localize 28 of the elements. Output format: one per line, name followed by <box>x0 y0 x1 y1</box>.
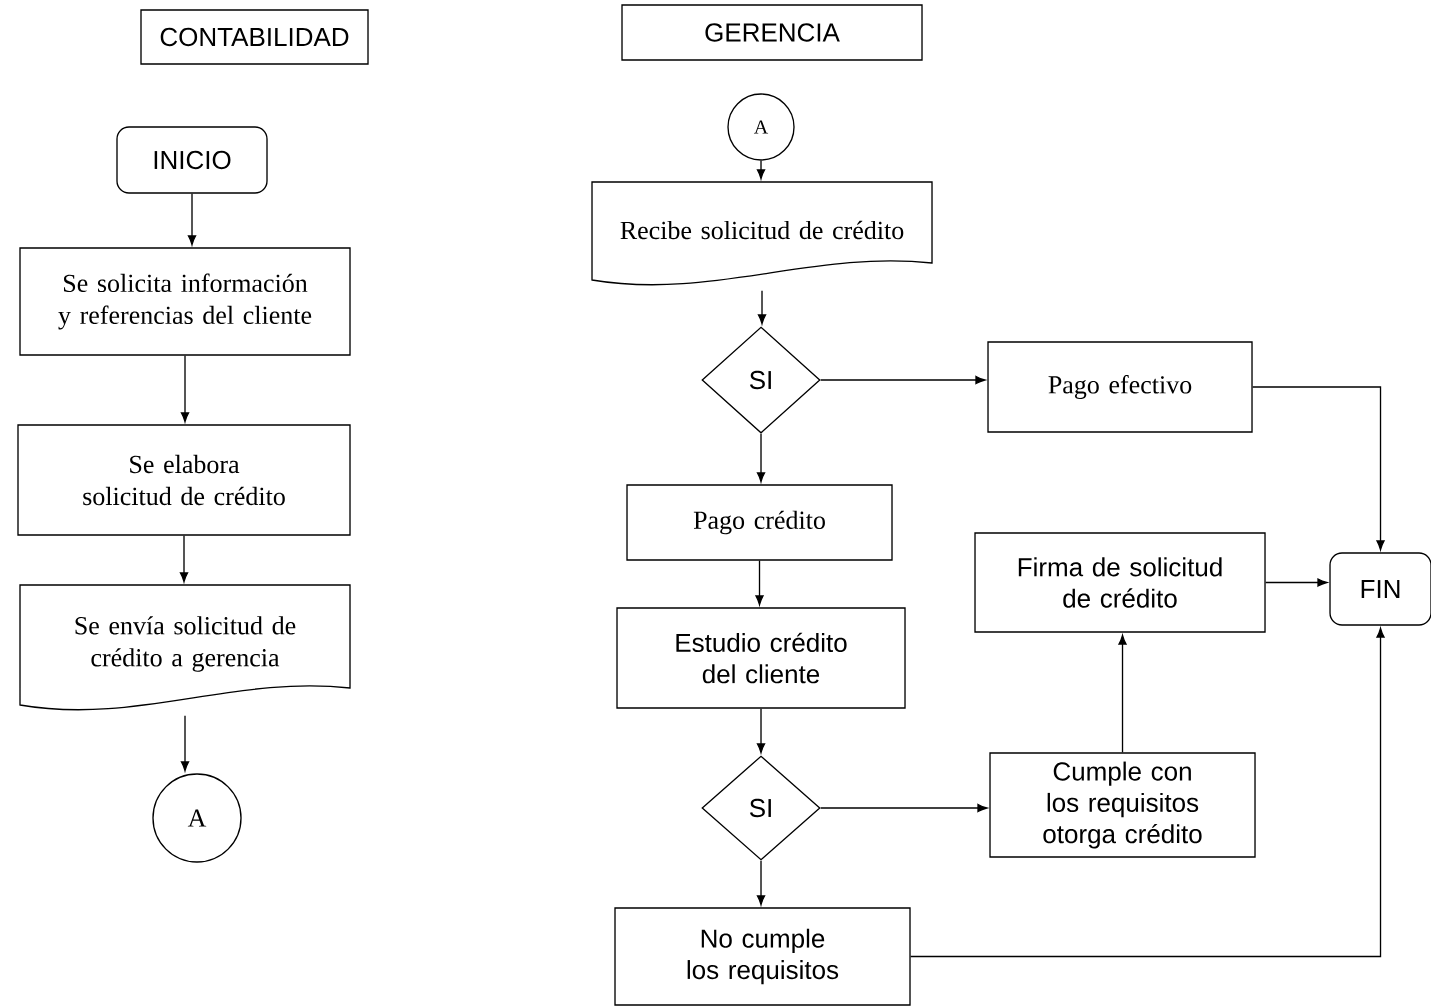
process-box: Estudio crédito del cliente <box>616 607 906 709</box>
arrow <box>756 708 766 754</box>
terminal-box: INICIO <box>116 126 268 194</box>
arrow <box>755 560 764 606</box>
process-box: Cumple con los requisitos otorga crédito <box>989 752 1256 858</box>
arrow <box>1118 634 1127 753</box>
arrow <box>180 355 190 423</box>
arrow <box>820 803 988 813</box>
process-box: Pago efectivo <box>987 341 1253 433</box>
arrow <box>756 860 766 906</box>
process-box: Se elabora solicitud de crédito <box>17 424 351 536</box>
arrow <box>179 535 189 583</box>
arrow <box>910 627 1385 958</box>
arrow <box>756 160 766 180</box>
lane-header-box: GERENCIA <box>621 4 923 61</box>
arrow <box>1265 578 1328 587</box>
process-box: Pago crédito <box>626 484 893 561</box>
arrow <box>180 715 190 772</box>
terminal-box: FIN <box>1329 552 1431 626</box>
arrow <box>757 290 767 325</box>
arrow <box>187 193 197 246</box>
arrow <box>820 375 986 385</box>
process-box: Firma de solicitud de crédito <box>974 532 1266 633</box>
lane-header-box: CONTABILIDAD <box>140 9 369 65</box>
process-box: Se solicita información y referencias del cliente <box>19 247 351 356</box>
process-box: No cumple los requisitos <box>614 907 911 1006</box>
arrow <box>756 433 766 483</box>
arrow <box>1252 386 1385 551</box>
